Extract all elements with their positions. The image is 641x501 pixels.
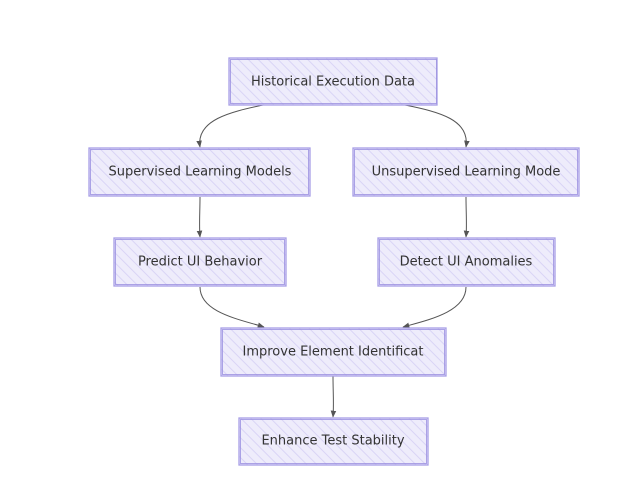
node-label: Unsupervised Learning Mode — [372, 165, 561, 180]
edge-detect-to-improve — [402, 286, 467, 328]
edge-historical-to-supervised — [196, 104, 264, 148]
edge-predict-to-improve — [199, 286, 265, 328]
edge-historical-to-unsupervised — [404, 104, 470, 148]
node-historical-execution-data: Historical Execution Data — [228, 57, 438, 106]
node-improve-element-identification: Improve Element Identificat — [220, 327, 447, 377]
node-label: Enhance Test Stability — [261, 434, 404, 449]
node-supervised-learning-models: Supervised Learning Models — [88, 147, 311, 197]
node-label: Improve Element Identificat — [243, 345, 424, 360]
node-enhance-test-stability: Enhance Test Stability — [238, 417, 429, 466]
node-label: Predict UI Behavior — [138, 255, 263, 270]
node-unsupervised-learning-models: Unsupervised Learning Mode — [352, 147, 580, 197]
node-label: Detect UI Anomalies — [400, 255, 533, 270]
edges — [196, 104, 470, 418]
node-predict-ui-behavior: Predict UI Behavior — [113, 237, 287, 287]
node-detect-ui-anomalies: Detect UI Anomalies — [377, 237, 556, 287]
node-label: Historical Execution Data — [251, 75, 415, 90]
node-label: Supervised Learning Models — [109, 165, 292, 180]
